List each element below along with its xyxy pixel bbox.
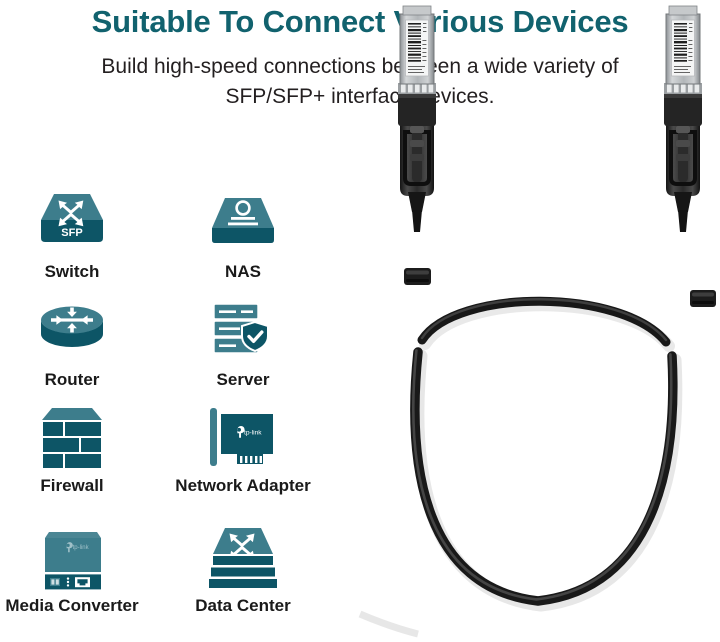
device-item-switch: SFP Switch (0, 188, 157, 298)
switch-sfp-badge: SFP (61, 227, 82, 239)
tp-link-wordmark: tp-link (244, 429, 262, 436)
device-label: Firewall (40, 476, 104, 495)
server-shield-icon (158, 296, 328, 368)
tp-link-wordmark: tp-link (73, 545, 90, 551)
pcie-card-icon: tp-link (158, 402, 328, 474)
media-converter-icon: tp-link (0, 522, 157, 594)
router-icon (0, 296, 157, 368)
sfp-plus-connector-right (664, 5, 702, 232)
page-title: Suitable To Connect Various Devices (91, 4, 629, 39)
cable-loop (410, 296, 683, 612)
device-item-router: Router (0, 296, 157, 406)
device-icon-grid: SFP Switch NAS (0, 180, 360, 642)
device-item-media-converter: tp-link Media Converter (0, 522, 157, 632)
connector-boot-right (666, 120, 700, 232)
data-center-icon (158, 522, 328, 594)
switch-icon: SFP (0, 188, 157, 260)
connector-contacts-right (664, 83, 702, 94)
connector-contacts-left (398, 83, 436, 94)
device-label: Server (216, 370, 270, 389)
device-item-network-adapter: tp-link Network Adapter (158, 402, 328, 512)
device-item-server: Server (158, 296, 328, 406)
device-item-nas: NAS (158, 188, 328, 298)
device-label: NAS (225, 262, 261, 281)
tp-link-logo-icon: tp-link (237, 426, 262, 438)
device-label: Switch (44, 262, 100, 281)
cable-tail (358, 610, 419, 638)
connector-shell-right (664, 92, 702, 126)
connector-barcode-label-right (671, 19, 695, 77)
device-label: Network Adapter (175, 476, 311, 495)
device-label: Router (44, 370, 100, 389)
connector-shell-left (398, 92, 436, 126)
device-label: Data Center (195, 596, 291, 615)
cable-tie-band-right (690, 290, 716, 307)
device-item-firewall: Firewall (0, 402, 157, 512)
connector-barcode-label-left (405, 19, 429, 77)
device-label: Media Converter (5, 596, 139, 615)
device-item-data-center: Data Center (158, 522, 328, 632)
sfp-plus-connector-left (398, 5, 436, 232)
product-photo-sfp-dac-cable (358, 0, 720, 642)
tp-link-logo-icon: tp-link (66, 542, 90, 553)
nas-icon (158, 188, 328, 260)
firewall-brick-icon (0, 402, 157, 474)
page-subtitle-line-1: Build high-speed connections between a w… (101, 55, 619, 78)
cable-tie-band-left (404, 268, 431, 285)
connector-boot-left (400, 120, 434, 232)
